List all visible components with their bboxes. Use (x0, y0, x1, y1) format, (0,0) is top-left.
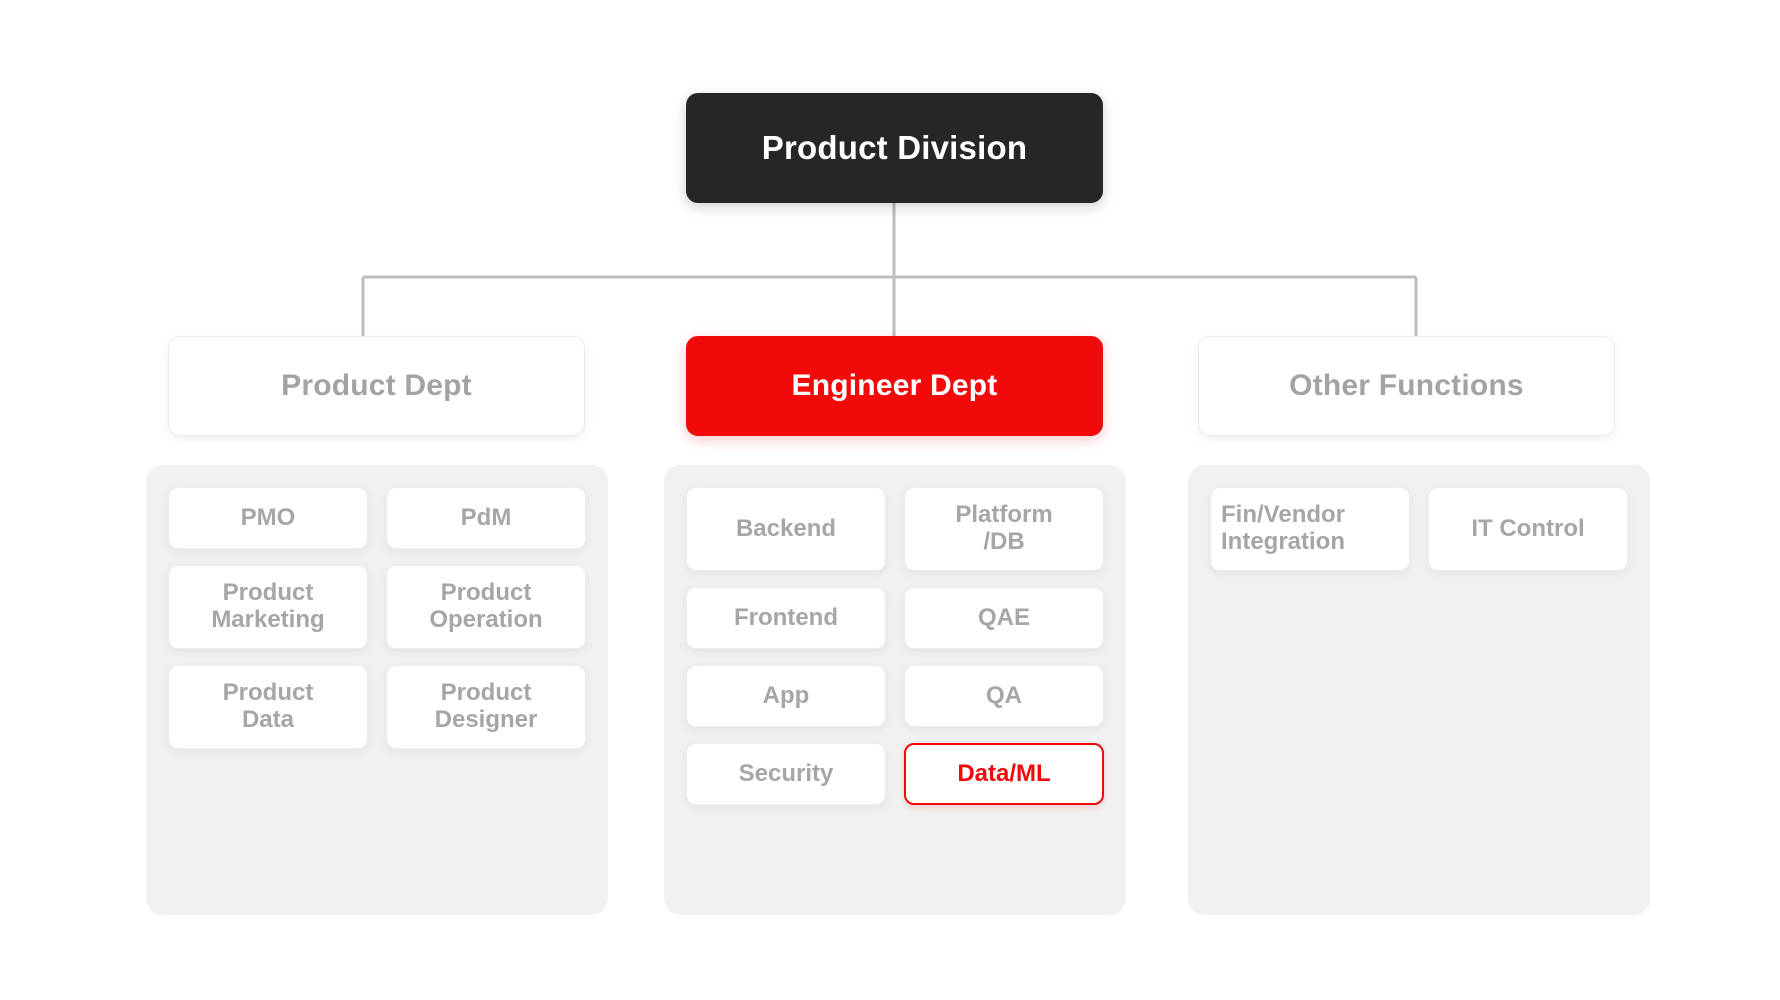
branch-other-functions: Other Functions (1198, 336, 1615, 436)
dept-header-label: Engineer Dept (791, 369, 998, 402)
unit-card[interactable]: Fin/Vendor Integration (1210, 487, 1410, 571)
dept-header-other-functions[interactable]: Other Functions (1198, 336, 1615, 436)
unit-card[interactable]: App (686, 665, 886, 727)
unit-card-label: Product Designer (434, 679, 538, 733)
unit-card-label: App (762, 681, 810, 709)
unit-card-label: IT Control (1471, 514, 1585, 542)
unit-card[interactable]: Platform /DB (904, 487, 1104, 571)
unit-card-label: Product Operation (429, 579, 543, 633)
unit-card[interactable]: QA (904, 665, 1104, 727)
unit-card-label: Frontend (734, 603, 838, 631)
dept-header-engineer-dept[interactable]: Engineer Dept (686, 336, 1103, 436)
dept-header-label: Product Dept (281, 369, 472, 402)
unit-card[interactable]: Product Operation (386, 565, 586, 649)
unit-card[interactable]: Product Designer (386, 665, 586, 749)
unit-card-label: Security (738, 759, 834, 787)
unit-panel-other-functions: Fin/Vendor Integration IT Control (1188, 465, 1650, 915)
unit-card-label: Platform /DB (955, 501, 1053, 555)
unit-card-label: Fin/Vendor Integration (1221, 501, 1346, 555)
unit-card[interactable]: QAE (904, 587, 1104, 649)
unit-card[interactable]: Data/ML (904, 743, 1104, 805)
unit-card[interactable]: PdM (386, 487, 586, 549)
unit-card-label: PdM (460, 503, 512, 531)
unit-card[interactable]: Product Data (168, 665, 368, 749)
unit-card-label: QAE (977, 603, 1030, 631)
unit-card-label: QA (986, 681, 1022, 709)
root-node-product-division[interactable]: Product Division (686, 93, 1103, 203)
unit-panel-engineer-dept: Backend Platform /DB Frontend QAE App QA Secur… (664, 465, 1126, 915)
unit-card-label: Product Marketing (211, 579, 325, 633)
unit-card-label: Data/ML (957, 759, 1051, 787)
unit-card-label: PMO (240, 503, 296, 531)
unit-card[interactable]: IT Control (1428, 487, 1628, 571)
unit-card[interactable]: Backend (686, 487, 886, 571)
unit-card-label: Backend (735, 514, 837, 542)
unit-card[interactable]: Frontend (686, 587, 886, 649)
unit-panel-product-dept: PMO PdM Product Marketing Product Operation… (146, 465, 608, 915)
unit-card[interactable]: Product Marketing (168, 565, 368, 649)
unit-card-label: Product Data (222, 679, 314, 733)
root-node-label: Product Division (761, 129, 1028, 166)
branch-product-dept: Product Dept (168, 336, 585, 436)
unit-card[interactable]: Security (686, 743, 886, 805)
unit-card[interactable]: PMO (168, 487, 368, 549)
branch-engineer-dept: Engineer Dept (686, 336, 1103, 436)
dept-header-label: Other Functions (1289, 369, 1524, 402)
dept-header-product-dept[interactable]: Product Dept (168, 336, 585, 436)
